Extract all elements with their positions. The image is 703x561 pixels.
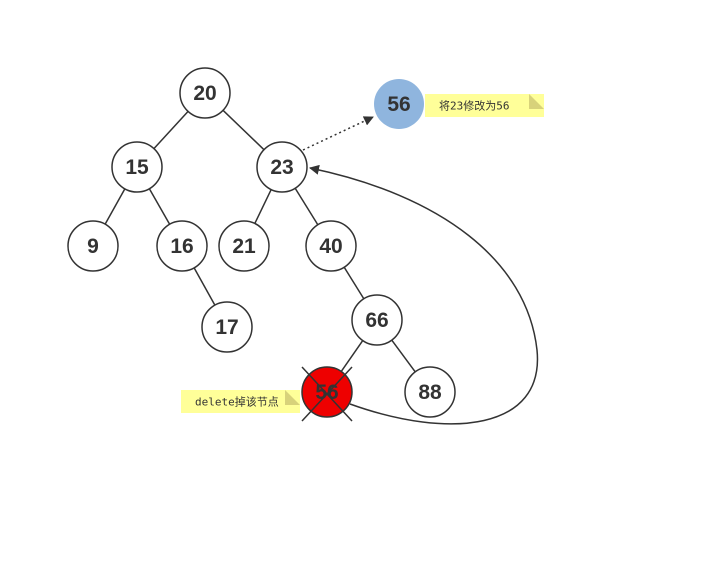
node-label: 40 (319, 235, 342, 258)
node-label: 9 (87, 235, 99, 258)
edge-n20-n23 (222, 109, 265, 151)
edge-n16-n17 (193, 267, 216, 306)
tree-node-15: 15 (111, 141, 163, 193)
edge-n15-n16 (148, 188, 171, 225)
tree-node-66: 66 (351, 294, 403, 346)
replacement-node-56: 56 (374, 79, 424, 129)
note-delete: delete掉该节点 (181, 390, 300, 413)
node-label: 88 (418, 381, 442, 404)
node-label: 66 (365, 309, 388, 332)
tree-node-88: 88 (404, 366, 456, 418)
node-circle (201, 301, 253, 353)
tree-node-23: 23 (256, 141, 308, 193)
node-circle (218, 220, 270, 272)
edge-n23-n21 (254, 189, 272, 224)
node-label: 20 (193, 82, 216, 105)
edge-n23-n40 (294, 187, 319, 226)
node-label: 23 (270, 156, 293, 179)
tree-node-20: 20 (179, 67, 231, 119)
note-replace: 将23修改为56 (425, 94, 544, 117)
node-circle (374, 79, 424, 129)
tree-nodes: 20 15 23 9 16 21 40 17 66 56 88 56 (67, 67, 456, 422)
note-background (181, 390, 300, 413)
node-circle (67, 220, 119, 272)
node-label: 15 (125, 156, 149, 179)
tree-node-17: 17 (201, 301, 253, 353)
replace-arrow (302, 116, 374, 151)
notes-layer: 将23修改为56 delete掉该节点 (181, 94, 544, 413)
note-text: 将23修改为56 (439, 99, 510, 113)
node-circle (156, 220, 208, 272)
node-circle (179, 67, 231, 119)
tree-node-56-deleted: 56 (301, 366, 353, 422)
tree-edges (104, 109, 416, 373)
tree-node-21: 21 (218, 220, 270, 272)
edge-n15-n9 (104, 188, 126, 225)
edge-n66-n56del (340, 340, 364, 372)
node-label: 21 (232, 235, 256, 258)
node-circle (404, 366, 456, 418)
node-label: 17 (215, 316, 238, 339)
node-label: 56 (387, 93, 410, 116)
tree-node-40: 40 (305, 220, 357, 272)
cross-mark (301, 366, 353, 422)
node-label: 16 (170, 235, 193, 258)
note-fold (285, 390, 300, 405)
node-circle (351, 294, 403, 346)
node-circle (256, 141, 308, 193)
node-circle (111, 141, 163, 193)
move-value-arrow (309, 164, 539, 425)
note-background (425, 94, 544, 117)
tree-node-16: 16 (156, 220, 208, 272)
tree-node-9: 9 (67, 220, 119, 272)
connector-layer (302, 116, 539, 425)
note-text: delete掉该节点 (195, 395, 279, 409)
edge-n66-n88 (391, 339, 416, 373)
note-fold (529, 94, 544, 109)
edge-n20-n15 (153, 110, 189, 150)
node-circle (305, 220, 357, 272)
edge-n40-n66 (343, 266, 365, 300)
